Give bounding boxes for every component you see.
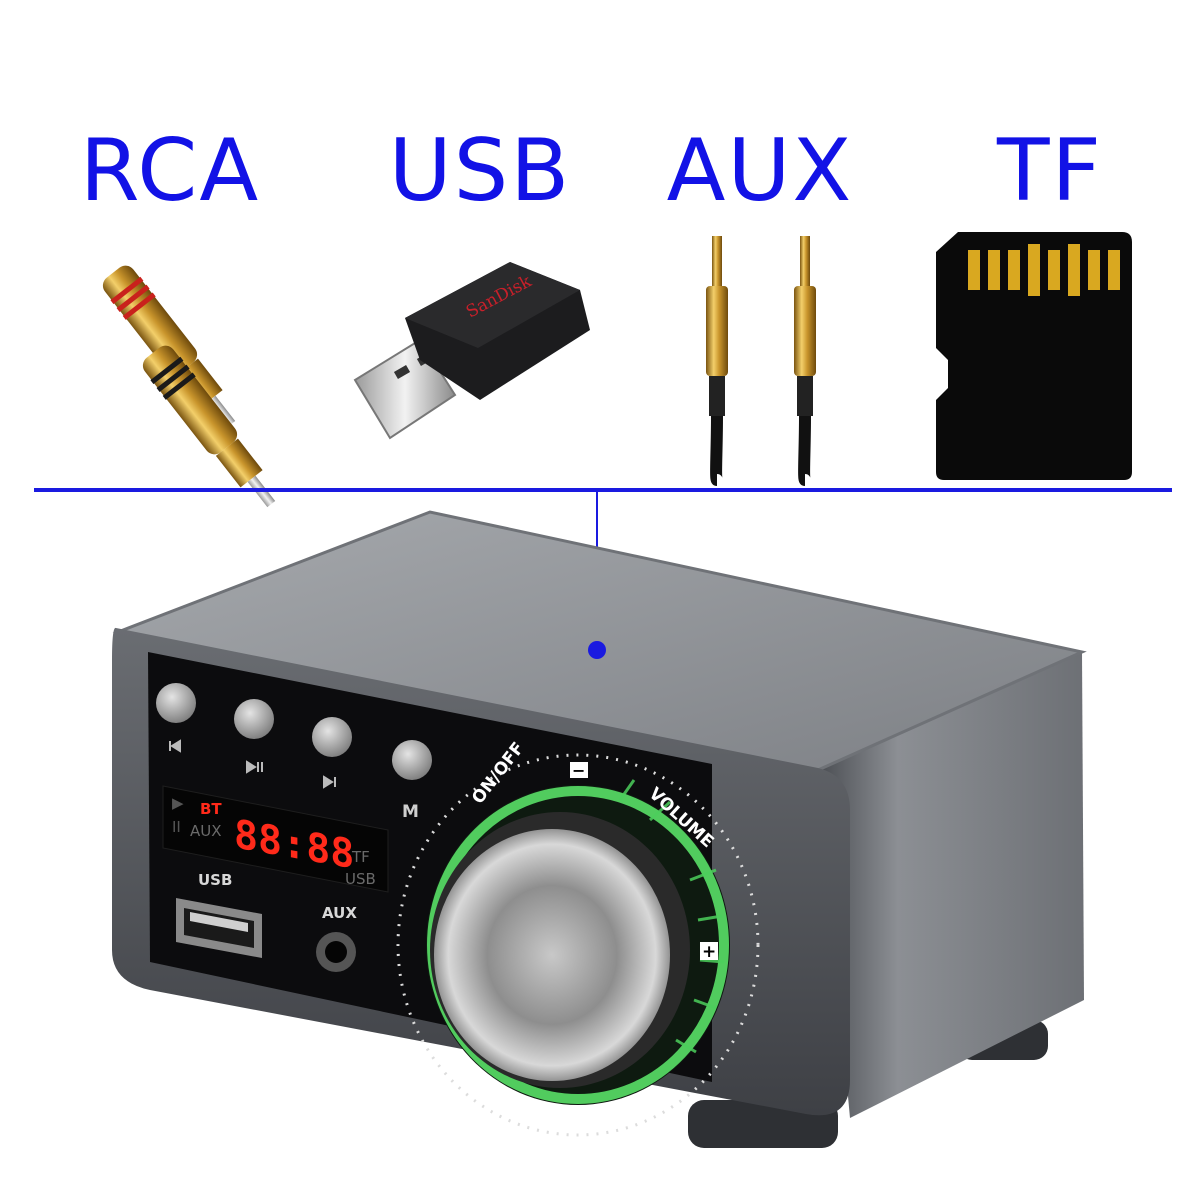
pointer-dot (588, 641, 606, 659)
input-label-tf: TF (997, 121, 1103, 221)
next-icon (323, 775, 336, 789)
knob-plus-label: + (702, 942, 716, 962)
usb-port-label: USB (198, 871, 232, 889)
volume-knob[interactable]: ON/OFF VOLUME − + (396, 739, 760, 1137)
mode-button[interactable]: M (392, 740, 432, 822)
knob-face (434, 829, 670, 1081)
pause-indicator-icon: II (172, 818, 181, 836)
aux-port[interactable] (316, 932, 356, 972)
play-indicator-icon: ▶ (172, 794, 184, 812)
play-pause-button[interactable] (234, 699, 274, 774)
usb-port[interactable] (176, 898, 262, 958)
bt-indicator: BT (200, 800, 222, 818)
tf-card-icon (936, 232, 1132, 480)
input-label-usb: USB (388, 121, 572, 221)
next-button[interactable] (312, 717, 352, 789)
prev-button[interactable] (156, 683, 196, 753)
input-label-rca: RCA (79, 121, 261, 221)
aux-jack-icon (794, 236, 816, 486)
tf-indicator: TF (351, 848, 370, 866)
aux-port-label: AUX (322, 904, 357, 922)
play-pause-icon (246, 760, 263, 774)
knob-minus-label: − (572, 761, 585, 780)
mode-button-label: M (402, 802, 419, 822)
usb-drive-icon: SanDisk (353, 262, 590, 440)
aux-jack-icon (706, 236, 728, 486)
aux-indicator: AUX (190, 822, 222, 840)
usb-indicator: USB (345, 870, 376, 888)
input-label-aux: AUX (666, 121, 854, 221)
prev-icon (169, 739, 181, 753)
